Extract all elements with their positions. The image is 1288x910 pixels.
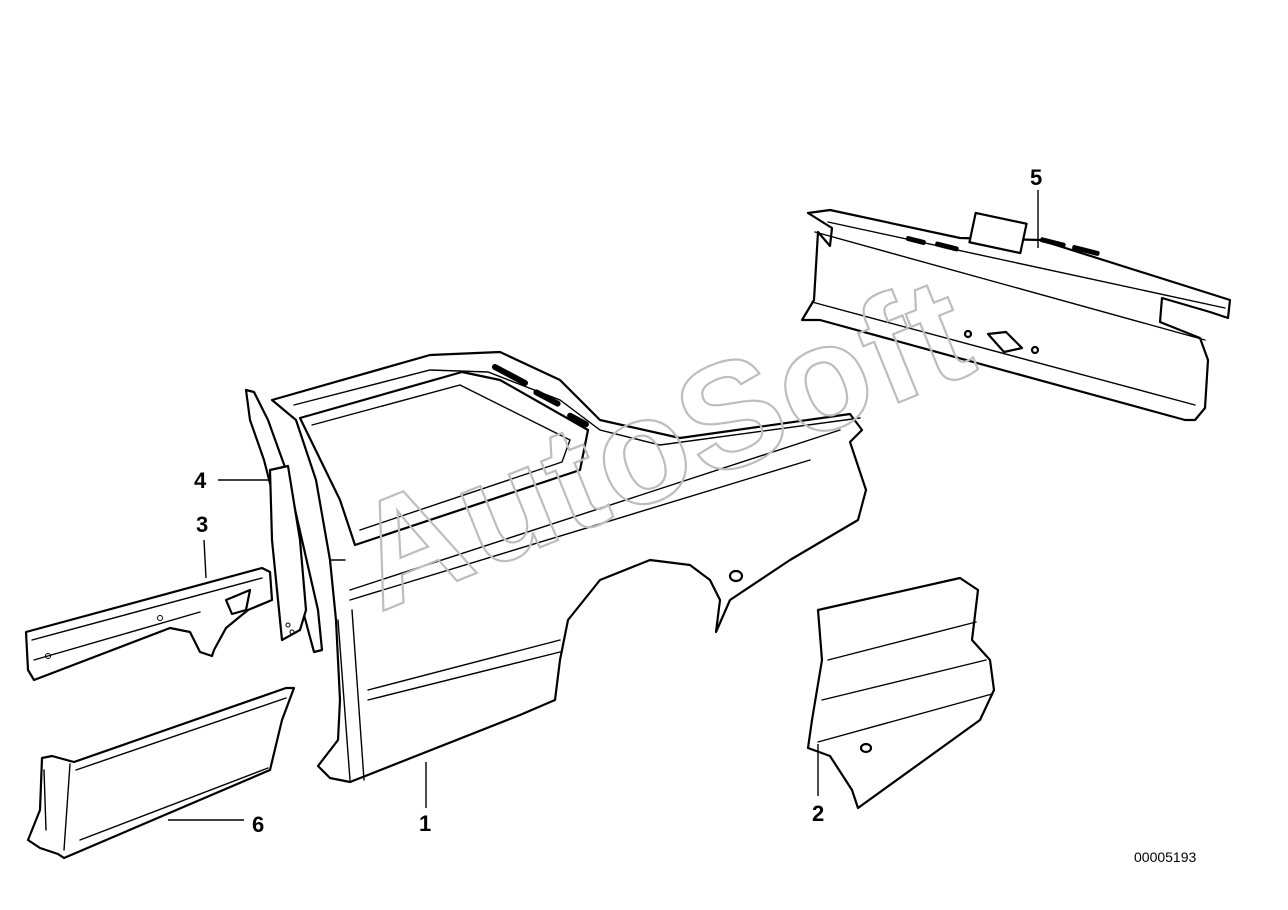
part-5-rear-panel[interactable] bbox=[800, 208, 1232, 422]
leader-lines bbox=[168, 190, 1039, 821]
leader-3 bbox=[203, 539, 207, 579]
document-number: 00005193 bbox=[1134, 849, 1197, 865]
part-3-wheel-arch-strip[interactable] bbox=[24, 566, 274, 682]
part-6-sill-section[interactable] bbox=[26, 686, 296, 860]
part-4-pillar-strip[interactable] bbox=[244, 388, 324, 654]
callout-6: 6 bbox=[252, 812, 264, 837]
callout-3: 3 bbox=[196, 512, 208, 537]
part-1-quarter-panel[interactable] bbox=[270, 350, 868, 784]
callout-5: 5 bbox=[1030, 165, 1042, 190]
callout-1: 1 bbox=[419, 811, 431, 836]
part-2-rear-corner-panel[interactable] bbox=[806, 576, 996, 810]
callout-4: 4 bbox=[194, 468, 207, 493]
callout-2: 2 bbox=[812, 801, 824, 826]
